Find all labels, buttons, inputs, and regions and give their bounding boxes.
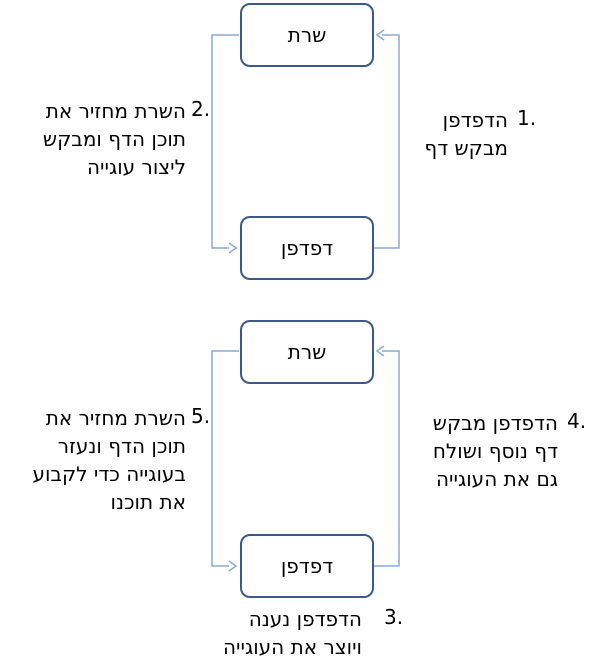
arrow-browser-to-server-bottom (374, 350, 400, 567)
step-4-line-2: דף נוסף ושולח (432, 439, 558, 463)
server-box-top: שרת (240, 3, 374, 67)
step-5-line-1: השרת מחזיר את (45, 406, 186, 430)
step-5-line-2: תוכן הדף ונעזר (57, 434, 186, 458)
step-2-line-3: ליצור עוגייה (86, 155, 186, 179)
server-label-top: שרת (287, 23, 327, 47)
arrowhead-top-server (375, 29, 385, 41)
step-4-number: 4. (567, 409, 587, 433)
arrowhead-top-browser (228, 242, 238, 254)
arrowhead-bottom-server (375, 345, 385, 357)
step-2-number: 2. (191, 97, 211, 121)
step-1-number: 1. (517, 106, 537, 130)
step-3-text: הדפדפן נענה ויוצר את העוגייה (223, 605, 362, 661)
browser-label-top: דפדפן (280, 236, 334, 260)
step-4-text: הדפדפן מבקש דף נוסף ושולח גם את העוגייה (433, 409, 558, 493)
step-5-line-3: בעוגייה כדי לקבוע (32, 462, 186, 486)
server-box-bottom: שרת (240, 320, 374, 384)
step-1-line-2: מבקש דף (424, 136, 508, 160)
arrowhead-bottom-browser (228, 560, 238, 572)
step-2-text: השרת מחזיר את תוכן הדף ומבקש ליצור עוגיי… (43, 97, 186, 181)
step-4-line-1: הדפדפן מבקש (432, 411, 558, 435)
step-3-line-2: ויוצר את העוגייה (222, 635, 362, 659)
step-1-line-1: הדפדפן (442, 108, 508, 132)
step-3-number: 3. (384, 605, 404, 629)
arrow-browser-to-server-top (374, 34, 400, 249)
step-4-line-3: גם את העוגייה (435, 467, 558, 491)
arrow-server-to-browser-top (211, 34, 239, 249)
step-2-line-1: השרת מחזיר את (45, 99, 186, 123)
arrow-server-to-browser-bottom (211, 350, 239, 567)
browser-box-top: דפדפן (240, 216, 374, 280)
step-5-line-4: את תוכנו (110, 490, 187, 514)
step-1-text: הדפדפן מבקש דף (424, 106, 508, 162)
server-label-bottom: שרת (287, 340, 327, 364)
browser-label-bottom: דפדפן (280, 554, 334, 578)
browser-box-bottom: דפדפן (240, 534, 374, 598)
step-2-line-2: תוכן הדף ומבקש (42, 127, 186, 151)
step-5-text: השרת מחזיר את תוכן הדף ונעזר בעוגייה כדי… (32, 404, 186, 516)
step-5-number: 5. (191, 404, 211, 428)
step-3-line-1: הדפדפן נענה (248, 607, 362, 631)
